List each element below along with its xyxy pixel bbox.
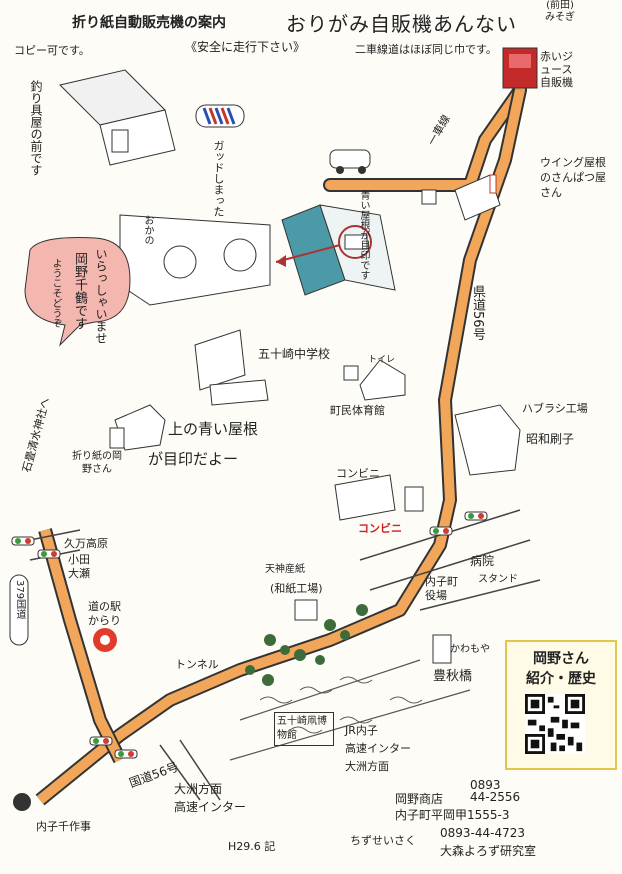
kawamoya-building xyxy=(432,634,452,664)
blue-roof-hint: 上の青い屋根 xyxy=(168,420,259,438)
river xyxy=(229,659,471,761)
car-sketch xyxy=(329,149,371,174)
okano-shop-label: おかの xyxy=(142,215,153,245)
fishing-shop-label: 釣り具屋の前です xyxy=(29,80,43,176)
lab-phone: 0893-44-4723 xyxy=(440,826,526,840)
gym-label: 町民体育館 xyxy=(330,404,385,417)
factory-label: ハブラシ工場 xyxy=(522,402,588,415)
tunnel-label: トンネル xyxy=(175,658,219,671)
oda-label: 小田大瀬 xyxy=(68,553,90,580)
trees xyxy=(245,604,368,686)
kawamoya-label: かわもや xyxy=(450,644,490,655)
highway-inter-label: 高速インター xyxy=(174,800,247,814)
kuboura-label: 久万高原 xyxy=(64,537,108,550)
maeda-line-1: (前田) xyxy=(546,0,574,11)
maeda-label: (前田) みそぎ xyxy=(545,0,575,24)
header-title-big: おりがみ自販機あんない xyxy=(286,12,517,36)
washi-factory-label: (和紙工場) xyxy=(270,582,323,595)
origami-okano-badge: 折り紙の岡野さん xyxy=(72,451,122,475)
copy-ok-note: コピー可です。 xyxy=(14,44,90,57)
highway-label: 高速インター xyxy=(345,742,411,755)
toilet-label: トイレ xyxy=(368,355,396,365)
shop-phone: 44-2556 xyxy=(470,790,521,804)
showa-label: 昭和刷子 xyxy=(526,432,575,446)
gudobou-bubble-text: ガッドしまった xyxy=(212,140,225,217)
jr-uchiko-label: JR内子 xyxy=(345,724,378,737)
route-379-sign xyxy=(9,574,29,646)
school-building xyxy=(194,329,269,406)
header-subtitle-safe: 《安全に走行下さい》 xyxy=(185,40,306,54)
landmark-hint: が目印だよー xyxy=(148,450,239,468)
factory-building xyxy=(454,404,521,476)
roadside-station-label: 道の駅からり xyxy=(88,600,121,627)
shop-name: 岡野商店 xyxy=(395,792,444,806)
greeting-bubble xyxy=(24,237,131,347)
town-office-label: 内子町役場 xyxy=(425,575,458,602)
kite-museum-label: 五十崎凧博物館 xyxy=(274,712,334,746)
roadside-station-icon xyxy=(93,628,117,652)
convenience-store xyxy=(334,474,424,521)
fishing-shop xyxy=(59,69,245,166)
pointing-hand-icon xyxy=(109,404,166,451)
blue-roof-building xyxy=(275,204,396,296)
uchiko-work-label: 内子千作事 xyxy=(36,820,91,833)
lab-name: 大森よろず研究室 xyxy=(440,844,537,858)
ozu-direction-label: 大洲方面 xyxy=(174,782,223,796)
uchiko-work-icon xyxy=(13,793,31,811)
qr-code-icon[interactable] xyxy=(525,694,585,754)
badge-title-name: 岡野さん xyxy=(533,651,589,667)
school-label: 五十崎中学校 xyxy=(258,347,331,361)
profile-badge[interactable]: 岡野さん 紹介・歴史 xyxy=(505,640,617,770)
gas-station-label: スタンド xyxy=(478,574,518,585)
route379-label: 379国道 xyxy=(14,580,25,620)
juice-machine-icon xyxy=(502,47,538,89)
prefectural-road-label: 県道56号 xyxy=(470,285,485,341)
greeting-okano: 岡野千鶴です xyxy=(72,252,87,330)
washi-factory xyxy=(294,599,318,621)
barber-shop xyxy=(454,174,501,221)
date-note: H29.6 記 xyxy=(228,840,276,853)
ozu-label: 大洲方面 xyxy=(345,760,389,773)
juice-machine-label: 赤いジュース自販機 xyxy=(540,50,573,89)
parking-signs xyxy=(343,189,437,381)
gym-building xyxy=(359,359,406,401)
conveni-label: コンビニ xyxy=(336,467,380,480)
maeda-line-2: みそぎ xyxy=(545,12,575,23)
greeting-yokoso: ようこそどうぞ xyxy=(50,258,61,328)
conveni-red-label: コンビニ xyxy=(358,522,402,535)
hospital-label: 病院 xyxy=(470,554,495,568)
badge-title-history: 紹介・歴史 xyxy=(526,671,596,687)
map-maker-note: ちずせいさく xyxy=(350,834,416,847)
header-subtitle-bike: 二車線道はほぼ同じ巾です。 xyxy=(355,43,497,56)
traffic-signals xyxy=(11,511,488,759)
blue-roof-note: 青い屋根が目印です xyxy=(358,190,369,280)
shop-interior-sketch xyxy=(119,214,271,306)
barber-shop-label: ウイング屋根のさんぱつ屋さん xyxy=(540,156,606,199)
washi-company-label: 天神産紙 xyxy=(265,564,305,575)
shop-address: 内子町平岡甲1555-3 xyxy=(395,808,510,822)
area-code: 0893 xyxy=(470,778,501,792)
toyoaki-bridge-label: 豊秋橋 xyxy=(433,669,473,684)
greeting-irasshai: いらっしゃいませ xyxy=(94,248,108,344)
header-title-small: 折り紙自動販売機の案内 xyxy=(72,15,226,31)
